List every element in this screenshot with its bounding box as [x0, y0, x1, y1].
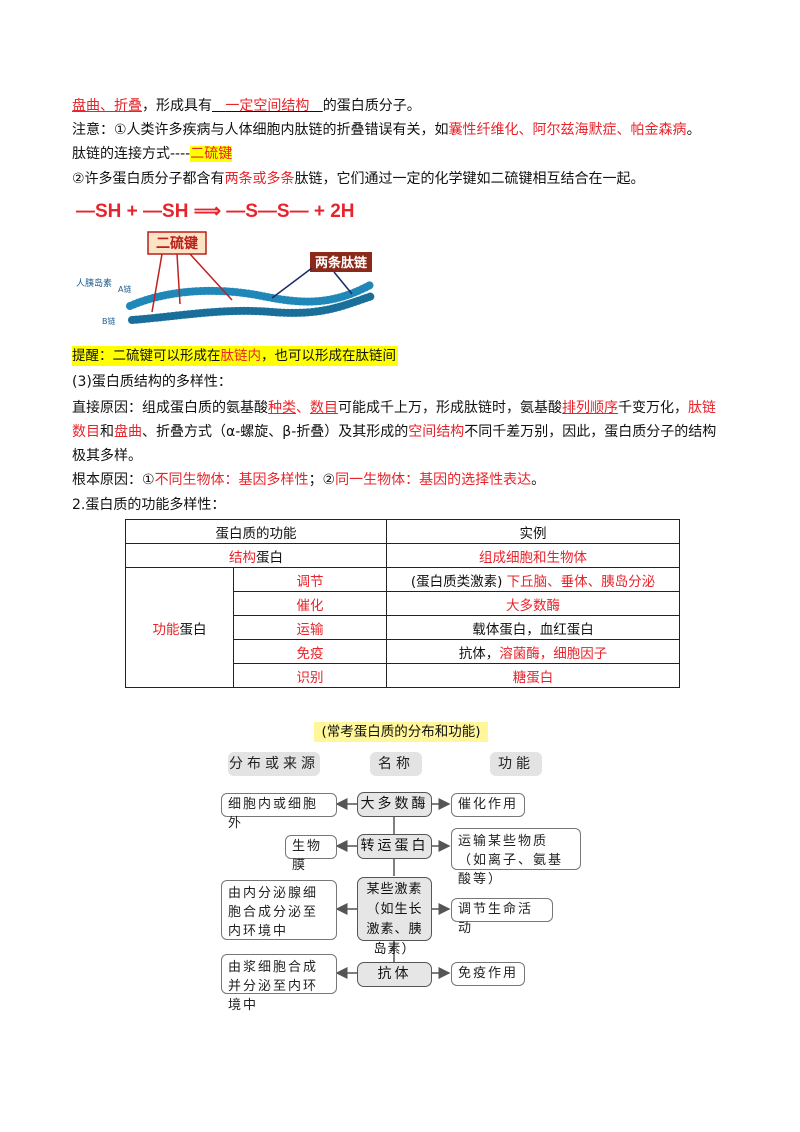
text-fold: 盘曲、折叠: [72, 98, 142, 114]
line-note: 注意：①人类许多疾病与人体细胞内肽链的折叠错误有关，如囊性纤维化、阿尔兹海默症、…: [72, 120, 701, 140]
text-sep: 、: [296, 400, 310, 416]
text-plain: ；②: [308, 472, 336, 488]
cell-functional-key: 功能: [152, 621, 180, 638]
source-box: 细胞内或细胞外: [221, 793, 337, 831]
disulfide-figure: —SH + —SH ⟹ —S—S— + 2H 二硫键 两条肽链 人胰岛素 A链 …: [76, 201, 376, 326]
text-plain: 。: [531, 472, 546, 488]
ex-black: 载体蛋白，血红蛋白: [472, 621, 594, 638]
name-box: 转运蛋白: [357, 834, 432, 859]
text-structure: 空间结构: [408, 424, 465, 440]
source-box: 生物膜: [285, 835, 337, 873]
text-number: 数目: [310, 400, 338, 416]
function-box: 运输某些物质（如离子、氨基酸等）: [451, 828, 581, 887]
name-box: 某些激素（如生长激素、胰岛素）: [357, 877, 432, 957]
text-plain: 不同千差万别，因此，蛋白质分子的结构极其多样。: [72, 424, 717, 464]
cell-ex-transport: 载体蛋白，血红蛋白: [386, 615, 680, 640]
name-box: 大多数酶: [357, 792, 432, 817]
cell-structural-rest: 蛋白: [256, 549, 283, 566]
text-plain: 可能成千上万，形成肽链时，氨基酸: [338, 400, 562, 416]
text-plain: 肽链，它们通过一定的化学键如二硫键相互结合在一起。: [294, 171, 645, 187]
text-plain: 和: [100, 424, 114, 440]
root-reason: 根本原因：①不同生物体：基因多样性；②同一生物体：基因的选择性表达。: [72, 470, 545, 490]
tip-row: 提醒：二硫键可以形成在肽链内，也可以形成在肽链间: [72, 346, 398, 366]
cell-ex-recognize: 糖蛋白: [386, 663, 680, 688]
cell-structural: 结构蛋白: [125, 543, 387, 568]
tip-text: 提醒：二硫键可以形成在: [72, 348, 221, 364]
diagram-title: (常考蛋白质的分布和功能): [314, 722, 488, 742]
ex-red: 溶菌酶，细胞因子: [499, 645, 608, 662]
function-box: 免疫作用: [451, 962, 525, 986]
equation-text: —SH + —SH ⟹ —S—S— + 2H: [76, 201, 355, 222]
ex-red: 大多数酶: [506, 597, 560, 614]
text-plain: 根本原因：①: [72, 472, 155, 488]
text-order: 排列顺序: [562, 400, 618, 416]
insulin-label: 人胰岛素: [76, 277, 112, 289]
source-box: 由浆细胞合成并分泌至内环境中: [221, 954, 337, 1013]
text-plain: ②许多蛋白质分子都含有: [72, 171, 225, 187]
text-plain: 的蛋白质分子。: [322, 98, 421, 114]
chain-a: [126, 280, 376, 310]
section-2-heading: 2.蛋白质的功能多样性：: [72, 497, 226, 513]
ex-red: 下丘脑、垂体、胰岛分泌: [506, 573, 656, 590]
text-two-or-more: 两条或多条: [224, 171, 295, 187]
header-name: 名称: [370, 752, 422, 776]
text-coil: 盘曲: [114, 424, 142, 440]
text-note: 注意：①人类许多疾病与人体细胞内肽链的折叠错误有关，如: [72, 122, 449, 138]
text-selective-expression: 同一生物体：基因的选择性表达: [335, 472, 532, 488]
table-row: 免疫 抗体，溶菌酶，细胞因子: [126, 639, 680, 664]
cell-fn-immune: 免疫: [233, 639, 387, 664]
cell-functional: 功能蛋白: [125, 567, 234, 688]
function-box: 催化作用: [451, 793, 525, 817]
tip-intra-chain: 肽链内: [220, 348, 262, 364]
text-period: 。: [686, 122, 701, 138]
text-plain: 直接原因：组成蛋白质的氨基酸: [72, 400, 268, 416]
cell-ex-regulate: (蛋白质类激素) 下丘脑、垂体、胰岛分泌: [386, 567, 680, 592]
header-function: 蛋白质的功能: [125, 519, 387, 544]
ex-black: 抗体，: [458, 645, 500, 662]
ex-black: (蛋白质类激素): [410, 573, 507, 590]
line-link-method: 肽链的连接方式----二硫键: [72, 144, 233, 164]
line-multi-chain: ②许多蛋白质分子都含有两条或多条肽链，它们通过一定的化学键如二硫键相互结合在一起…: [72, 169, 645, 189]
function-table: 蛋白质的功能 实例 结构蛋白 组成细胞和生物体 功能蛋白 调节 (蛋白质类激素)…: [125, 519, 680, 688]
line-fold: 盘曲、折叠，形成具有 一定空间结构 的蛋白质分子。: [72, 96, 421, 116]
text-kind: 种类: [268, 400, 296, 416]
text-link: 肽链的连接方式----: [72, 146, 191, 162]
chain-b-label: B链: [102, 316, 116, 326]
bond-label: 二硫键: [156, 235, 199, 252]
text-gene-diversity: 不同生物体：基因多样性: [154, 472, 309, 488]
text-spatial-structure: 一定空间结构: [225, 98, 310, 114]
text-chain-number: 肽链数目: [72, 400, 716, 440]
text-diseases: 囊性纤维化、阿尔兹海默症、帕金森病: [448, 122, 687, 138]
text-disulfide: 二硫键: [190, 146, 233, 162]
table-row: 运输 载体蛋白，血红蛋白: [126, 615, 680, 640]
table-header-row: 蛋白质的功能 实例: [125, 519, 680, 544]
name-box: 抗体: [357, 962, 432, 987]
cell-functional-rest: 蛋白: [179, 621, 207, 638]
chains-label: 两条肽链: [315, 255, 368, 271]
header-source: 分布或来源: [228, 752, 320, 776]
text-underline-space: 一定空间结构: [212, 98, 323, 114]
cell-fn-regulate: 调节: [233, 567, 387, 592]
direct-reason: 直接原因：组成蛋白质的氨基酸种类、数目可能成千上万，形成肽链时，氨基酸排列顺序千…: [72, 396, 728, 468]
section-3-heading: (3)蛋白质结构的多样性：: [72, 374, 232, 390]
chains-label-box: [310, 252, 372, 272]
function-box: 调节生命活动: [451, 898, 553, 936]
text-plain: 千变万化，: [618, 400, 688, 416]
table-row: 功能蛋白 调节 (蛋白质类激素) 下丘脑、垂体、胰岛分泌: [125, 567, 680, 688]
tip-text: ，也可以形成在肽链间: [261, 348, 396, 364]
cell-ex-immune: 抗体，溶菌酶，细胞因子: [386, 639, 680, 664]
cell-structural-key: 结构: [229, 549, 256, 566]
ex-red: 糖蛋白: [512, 669, 554, 686]
table-row: 识别 糖蛋白: [126, 663, 680, 688]
text-plain: ，形成具有: [142, 98, 212, 114]
chain-b: [128, 292, 376, 324]
source-box: 由内分泌腺细胞合成分泌至内环境中: [221, 880, 337, 940]
text-plain: 、折叠方式（α-螺旋、β-折叠）及其形成的: [142, 424, 409, 440]
chain-a-label: A链: [118, 284, 131, 294]
header-function: 功能: [490, 752, 542, 776]
